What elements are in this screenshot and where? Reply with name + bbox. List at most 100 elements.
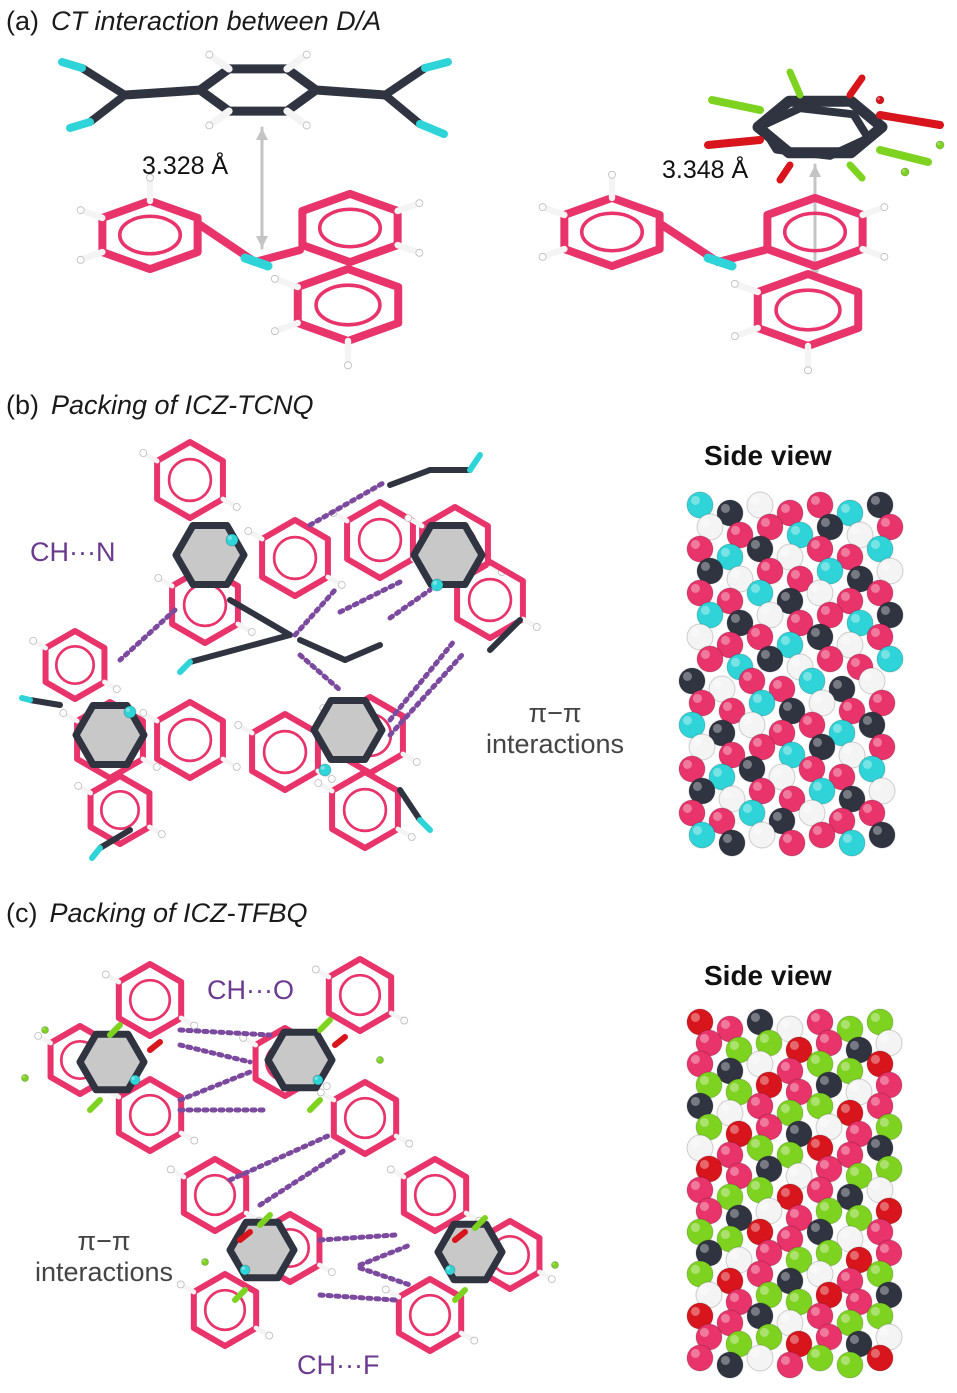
aromatic-circle [117, 214, 183, 256]
acceptor-arm [487, 617, 523, 653]
atom-highlight [812, 693, 822, 703]
hydrogen-atom [880, 252, 889, 261]
atom-highlight [730, 569, 740, 579]
fluorine-atom [201, 1258, 209, 1266]
aromatic-ring [325, 956, 395, 1034]
atom-highlight [832, 811, 842, 821]
space-filling-atom [726, 521, 754, 549]
space-filling-atom [836, 587, 864, 615]
hydrogen-atom [76, 206, 85, 215]
fluorine-bond [107, 1022, 123, 1038]
atom-highlight [802, 803, 812, 813]
hydrogen-bond-stub [283, 50, 311, 73]
aromatic-ring [344, 499, 416, 581]
aromatic-ring [434, 1220, 506, 1284]
space-filling-atom [846, 565, 874, 593]
space-filling-atom [838, 741, 866, 769]
cyano-n [467, 452, 483, 473]
cyano-n [58, 58, 86, 72]
atom-highlight [750, 539, 760, 549]
hydrogen-bond-stub [731, 280, 761, 296]
space-filling-atom [738, 799, 766, 827]
atom-highlight [782, 701, 792, 711]
space-filling-atom [858, 667, 886, 695]
atom-highlight [820, 605, 830, 615]
atom-highlight [750, 583, 760, 593]
hydrogen-atom [152, 763, 161, 771]
space-filling-atom [778, 697, 806, 725]
atom-highlight [432, 580, 437, 586]
space-filling-atom [768, 675, 796, 703]
space-filling-atom [808, 821, 836, 849]
atom-highlight [832, 767, 842, 777]
atom-highlight [819, 1117, 829, 1127]
atom-highlight [879, 1327, 889, 1337]
side-view-title-b: Side view [704, 440, 832, 471]
space-filling-atom [686, 491, 714, 519]
hydrogen-atom [112, 685, 121, 694]
acceptor-arm [342, 642, 383, 663]
ring-fill [414, 525, 482, 585]
hydrogen-atom [316, 1088, 325, 1097]
hydrogen-atom [29, 636, 38, 645]
oxygen-bond [704, 136, 764, 149]
atom-highlight [720, 1103, 730, 1113]
atom-highlight [759, 1033, 769, 1043]
atom-highlight [850, 613, 860, 623]
hydrogen-atom [470, 1336, 479, 1345]
space-filling-atom [778, 741, 806, 769]
atom-highlight [750, 627, 760, 637]
space-filling-atom [686, 623, 714, 651]
atom-highlight [750, 1054, 760, 1064]
hydrogen-atom [154, 574, 163, 582]
space-filling-atom [746, 535, 774, 563]
atom-highlight [750, 1096, 760, 1106]
space-filling-atom [866, 535, 894, 563]
oxygen-atom [875, 95, 885, 105]
atom-highlight [840, 1061, 850, 1071]
side-view-title-c: Side view [704, 960, 832, 991]
atom-highlight [937, 142, 940, 146]
acceptor-bond [311, 85, 390, 100]
space-filling-atom [716, 499, 744, 527]
aromatic-ring [400, 1156, 470, 1234]
atom-highlight [862, 759, 872, 769]
atom-highlight [810, 1222, 820, 1232]
acceptor-arm [397, 787, 423, 823]
space-filling-atom [768, 719, 796, 747]
space-filling-atom [686, 535, 714, 563]
atom-highlight [682, 671, 692, 681]
atom-highlight [720, 1271, 730, 1281]
aromatic-circle [262, 729, 308, 775]
atom-highlight [870, 1306, 880, 1316]
space-filling-atom [816, 601, 844, 629]
atom-highlight [870, 539, 880, 549]
fluorine-bond [876, 146, 932, 166]
space-filling-atom [806, 491, 834, 519]
atom-highlight [42, 1027, 46, 1030]
atom-highlight [752, 737, 762, 747]
ring-fill [76, 705, 144, 765]
atom-highlight [699, 1285, 709, 1295]
atom-highlight [202, 1259, 205, 1262]
atom-highlight [720, 1061, 730, 1071]
atom-highlight [742, 671, 752, 681]
atom-highlight [840, 1187, 850, 1197]
space-filling-atom [858, 755, 886, 783]
dotted-interaction-line [387, 587, 433, 621]
atom-highlight [759, 1117, 769, 1127]
arrow-head [256, 236, 268, 248]
space-filling-atom [748, 777, 776, 805]
space-filling-atom [806, 535, 834, 563]
hydrogen-atom [322, 1082, 331, 1091]
hydrogen-bond-stub [205, 107, 233, 130]
space-filling-atom [786, 609, 814, 637]
atom-highlight [227, 535, 232, 541]
atom-highlight [699, 1075, 709, 1085]
space-filling-atom [786, 521, 814, 549]
space-filling-atom [776, 1351, 804, 1379]
atom-highlight [729, 1082, 739, 1092]
atom-highlight [879, 1117, 889, 1127]
atom-highlight [872, 781, 882, 791]
atom-highlight [712, 679, 722, 689]
